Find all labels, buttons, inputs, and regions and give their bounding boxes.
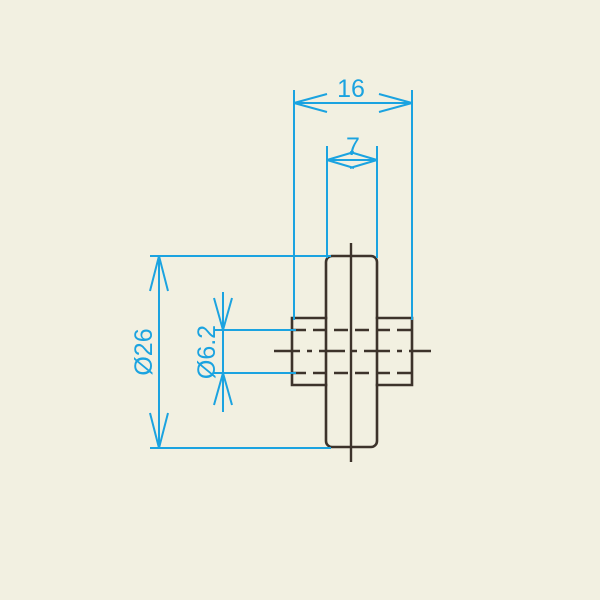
arrow-d26-bottom xyxy=(149,412,169,449)
dimension-lines-group xyxy=(149,93,413,449)
arrow-d26-top xyxy=(149,255,169,292)
arrow-16-left xyxy=(293,93,328,113)
dim-label-d26: Ø26 xyxy=(130,328,158,375)
dimension-labels-group: 16 7 Ø26 Ø6.2 xyxy=(130,75,365,379)
arrow-16-right xyxy=(378,93,413,113)
center-lines-group xyxy=(274,243,431,462)
arrow-d62-bottom xyxy=(213,372,233,406)
extension-lines-group xyxy=(150,90,413,449)
arrow-7-left xyxy=(326,151,355,169)
arrow-7-right xyxy=(349,151,378,169)
dim-label-7: 7 xyxy=(346,133,360,161)
arrow-d62-top xyxy=(213,297,233,331)
dim-label-d62: Ø6.2 xyxy=(193,325,221,379)
dim-label-16: 16 xyxy=(337,75,365,103)
